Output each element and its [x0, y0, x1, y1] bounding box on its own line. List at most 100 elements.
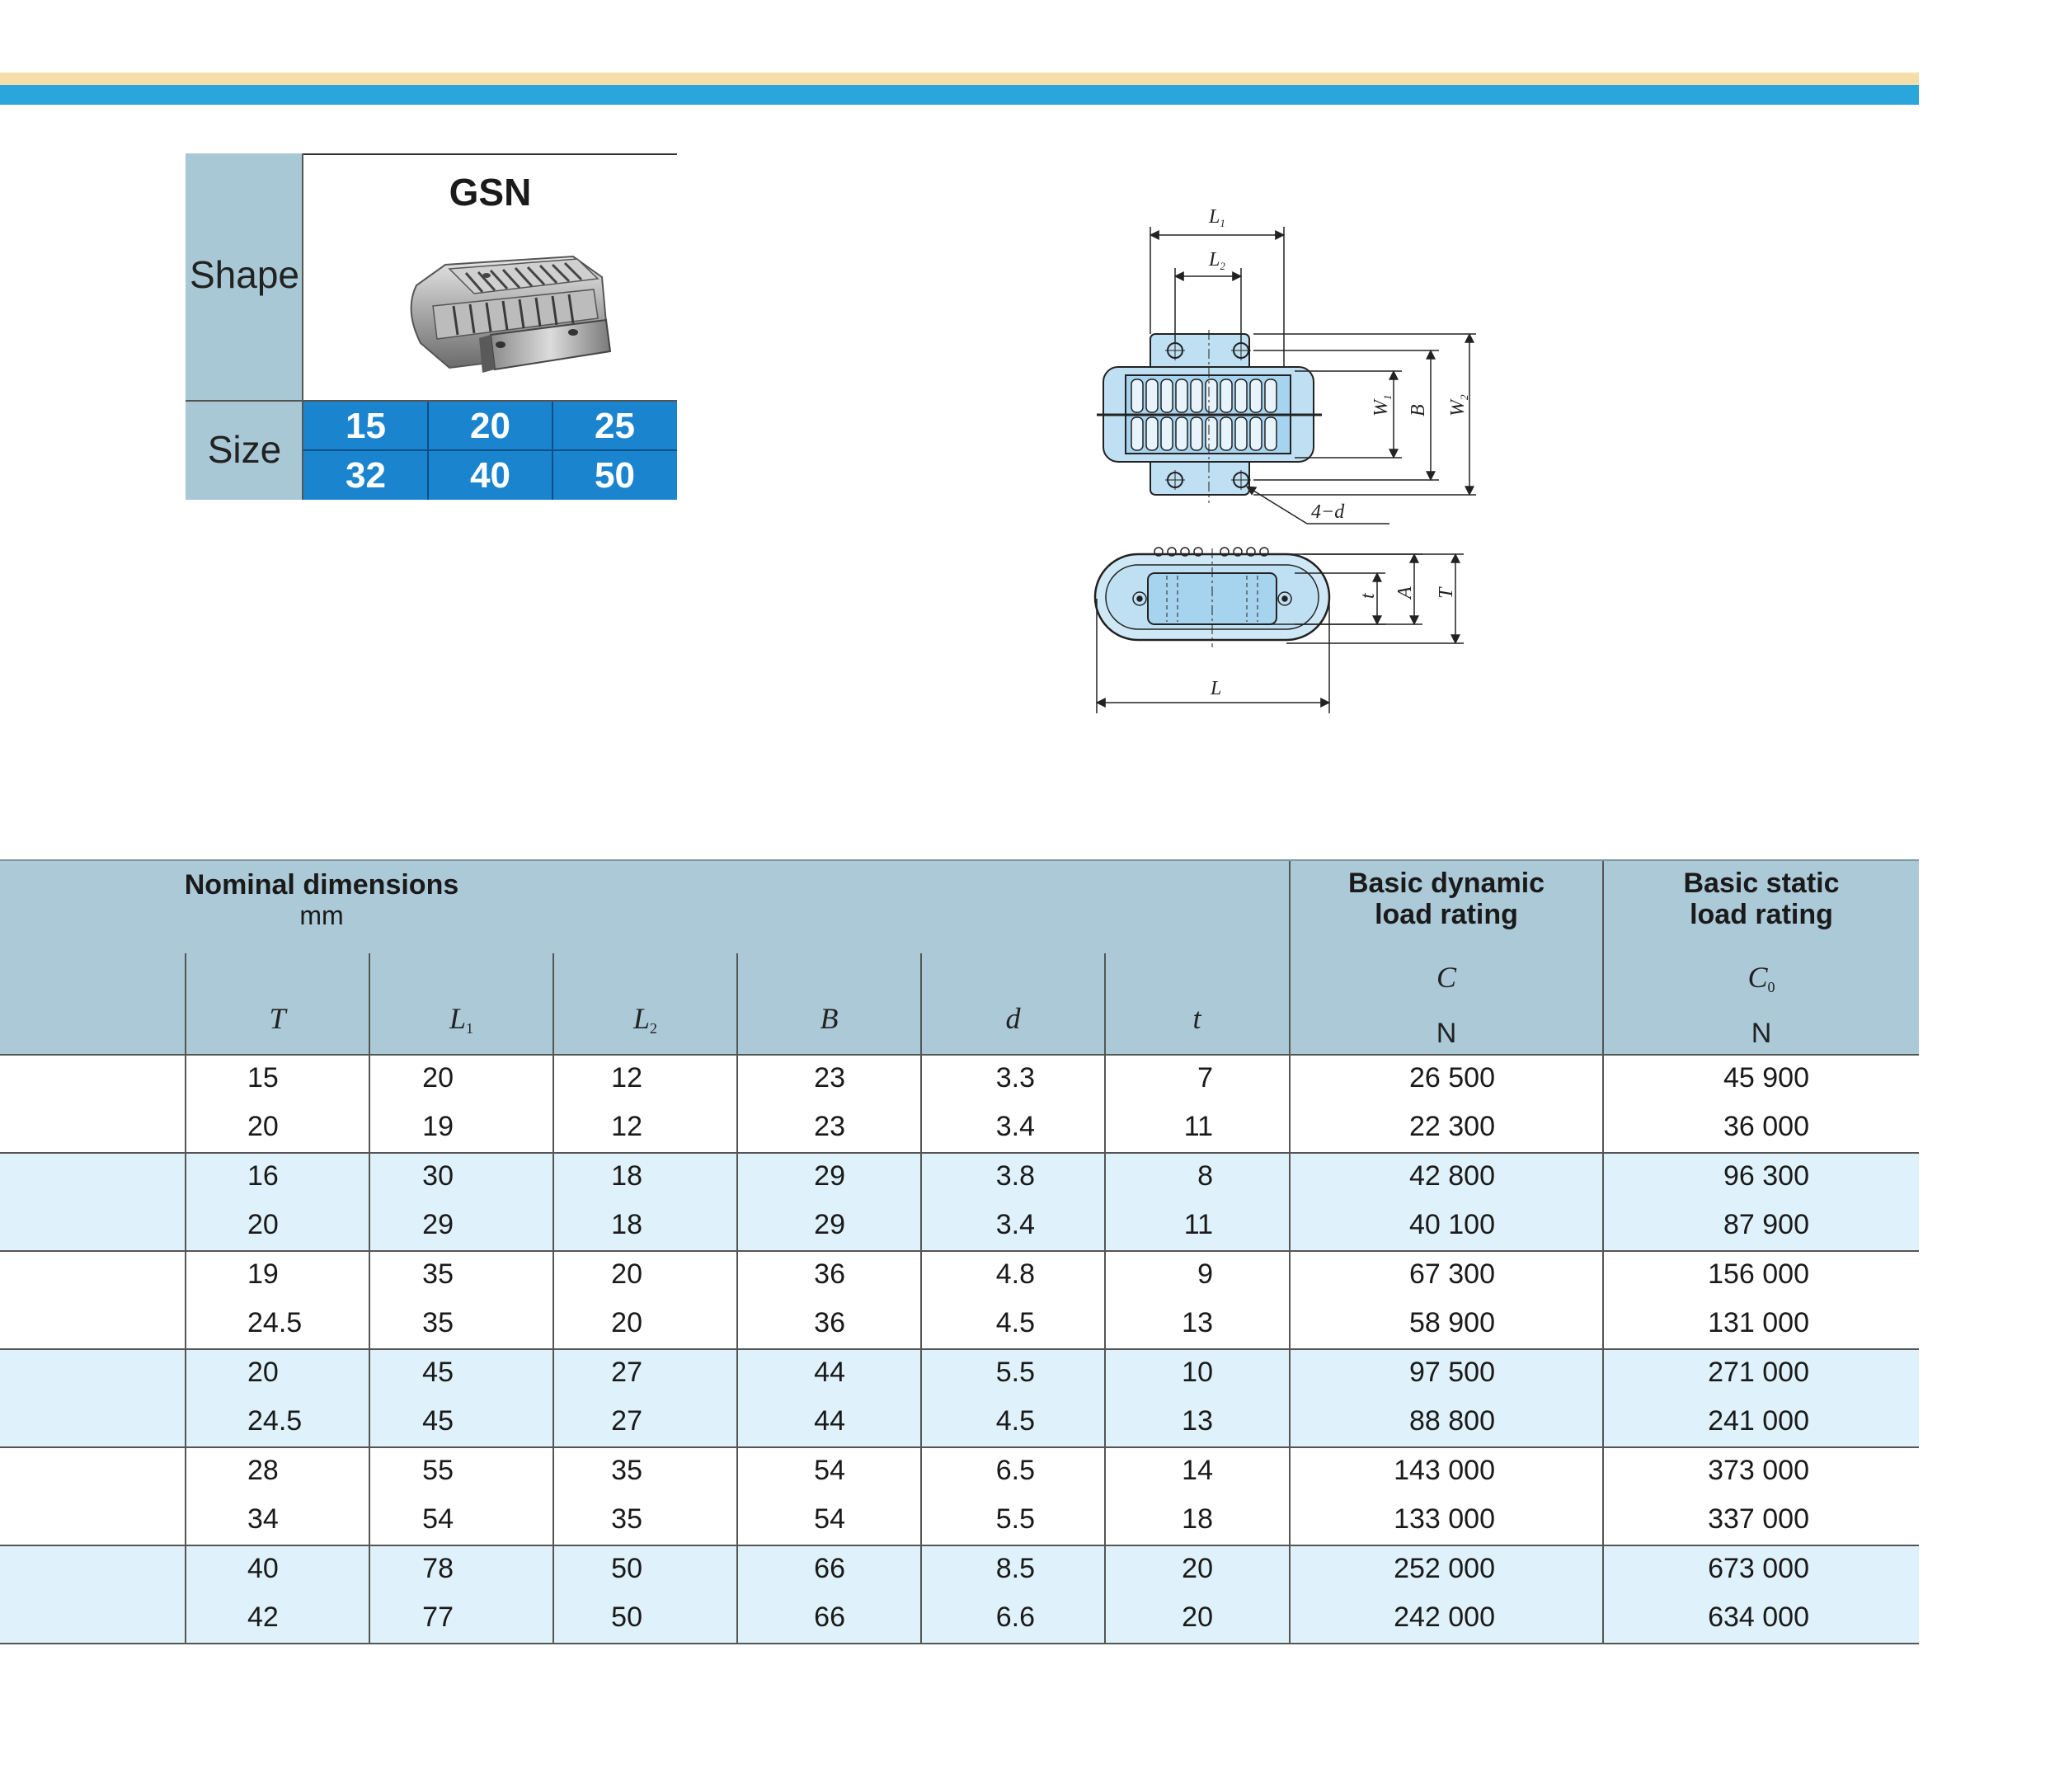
- table-cell: 9: [1197, 1258, 1213, 1290]
- table-cell: 241 000: [1708, 1405, 1809, 1437]
- table-cell: 3.4: [995, 1111, 1035, 1142]
- product-name: GSN: [449, 171, 532, 214]
- dimension-drawing: L1 L2 W1 B W2 4−d t A T L: [1093, 206, 1476, 713]
- table-cell: 373 000: [1708, 1455, 1809, 1486]
- table-cell: 11: [1183, 1111, 1213, 1142]
- table-cell: 19: [247, 1258, 279, 1290]
- table-cell: 23: [814, 1062, 845, 1094]
- table-cell: 4.5: [995, 1405, 1035, 1437]
- table-cell: 19: [422, 1111, 454, 1142]
- top-rule: [303, 153, 677, 155]
- table-cell: 22 300: [1409, 1111, 1495, 1142]
- table-cell: 27: [611, 1357, 642, 1388]
- table-cell: 36 000: [1723, 1111, 1809, 1142]
- size-grid: 15 20 25 32 40 50: [303, 402, 677, 500]
- table-cell: 67 300: [1409, 1258, 1495, 1290]
- dynamic-rating-unit: N: [1436, 1018, 1457, 1049]
- header-band-cream: [0, 73, 1919, 85]
- table-cell: 18: [1182, 1503, 1213, 1535]
- table-cell: 12: [611, 1062, 642, 1094]
- label-L1: L1: [1208, 206, 1225, 229]
- table-cell: 8: [1197, 1160, 1213, 1192]
- table-cell: 26 500: [1409, 1062, 1495, 1094]
- table-cell: 24.5: [247, 1405, 303, 1437]
- table-header: Nominal dimensions mm T L1 L2 B d t Basi…: [0, 859, 1919, 1056]
- column-header-L1: L1: [449, 1002, 474, 1037]
- table-cell: 3.3: [995, 1062, 1035, 1094]
- table-cell: 6.5: [995, 1455, 1035, 1486]
- table-cell: 29: [814, 1209, 845, 1240]
- table-cell: 88 800: [1409, 1405, 1495, 1437]
- table-cell: 4.8: [995, 1258, 1035, 1290]
- dimension-table: Nominal dimensions mm T L1 L2 B d t Basi…: [0, 859, 1919, 1644]
- table-cell: 20: [422, 1062, 454, 1094]
- table-cell: 271 000: [1708, 1357, 1809, 1388]
- table-cell: 12: [611, 1111, 642, 1142]
- table-cell: 42 800: [1409, 1160, 1495, 1192]
- table-cell: 18: [611, 1209, 642, 1240]
- linear-roller-bearing-image: [410, 255, 612, 373]
- dynamic-rating-symbol: C: [1436, 961, 1456, 994]
- table-cell: 156 000: [1708, 1258, 1809, 1290]
- column-header-d: d: [1005, 1002, 1021, 1035]
- table-cell: 6.6: [995, 1602, 1035, 1633]
- column-header-L2: L2: [632, 1002, 658, 1037]
- label-B: B: [1408, 404, 1429, 416]
- table-cell: 35: [611, 1455, 642, 1486]
- table-cell: 54: [814, 1503, 845, 1535]
- table-cell: 29: [422, 1209, 454, 1240]
- table-cell: 44: [814, 1357, 845, 1388]
- header-band-blue: [0, 85, 1919, 105]
- size-cell: 25: [595, 405, 635, 446]
- table-cell: 23: [814, 1111, 845, 1142]
- table-cell: 673 000: [1708, 1553, 1809, 1584]
- shape-label: Shape: [189, 253, 299, 296]
- table-cell: 45: [422, 1405, 454, 1437]
- table-cell: 36: [814, 1307, 845, 1338]
- label-T: T: [1436, 586, 1457, 599]
- label-t: t: [1357, 592, 1379, 599]
- table-cell: 50: [611, 1602, 642, 1633]
- table-cell: 5.5: [995, 1357, 1035, 1388]
- table-cell: 4.5: [995, 1307, 1035, 1338]
- table-cell: 54: [422, 1503, 454, 1535]
- table-cell: 97 500: [1409, 1357, 1495, 1388]
- table-cell: 242 000: [1394, 1602, 1495, 1633]
- label-4-d: 4−d: [1311, 501, 1345, 523]
- static-rating-symbol: C0: [1747, 961, 1775, 995]
- table-cell: 15: [247, 1062, 279, 1094]
- table-cell: 337 000: [1708, 1503, 1809, 1535]
- table-cell: 18: [611, 1160, 642, 1192]
- table-cell: 36: [814, 1258, 845, 1290]
- table-cell: 20: [611, 1307, 642, 1338]
- table-cell: 54: [814, 1455, 845, 1486]
- table-cell: 44: [814, 1405, 845, 1437]
- table-cell: 35: [422, 1258, 454, 1290]
- label-L2: L2: [1208, 249, 1225, 272]
- table-cell: 3.4: [995, 1209, 1035, 1240]
- table-cell: 10: [1182, 1357, 1213, 1388]
- table-cell: 634 000: [1708, 1602, 1809, 1633]
- size-cell: 15: [346, 405, 386, 446]
- table-cell: 34: [247, 1503, 279, 1535]
- table-cell: 96 300: [1723, 1160, 1809, 1192]
- row-divider: [186, 400, 677, 402]
- label-L: L: [1210, 678, 1221, 699]
- column-header-t: t: [1192, 1002, 1201, 1035]
- table-cell: 131 000: [1708, 1307, 1809, 1338]
